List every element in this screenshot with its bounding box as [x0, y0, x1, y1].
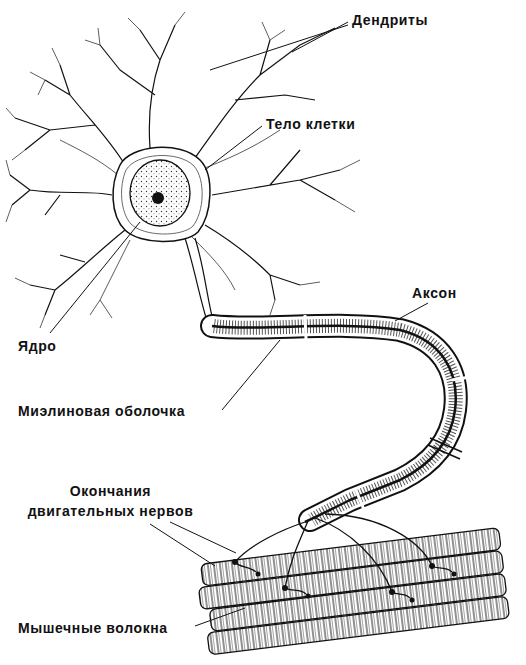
- part-label: Миэлиновая оболочка: [18, 401, 185, 421]
- cell-body-inner: [122, 155, 203, 234]
- part-label: Аксон: [412, 283, 457, 303]
- nerve-ending-dots: [232, 559, 457, 603]
- myelin-sheath: [212, 326, 456, 520]
- ending-dot: [256, 572, 261, 577]
- ending-dot: [410, 598, 415, 603]
- axon-core: [212, 326, 456, 522]
- muscle-fibers: [196, 528, 510, 655]
- axon-hillock: [185, 238, 214, 324]
- break-mark: [428, 438, 462, 459]
- part-label: Тело клетки: [266, 114, 355, 134]
- nucleolus: [152, 192, 164, 204]
- leader-line: [50, 22, 428, 626]
- ending-dot: [429, 563, 435, 569]
- part-label: Ядро: [18, 336, 56, 356]
- ending-dot: [389, 589, 395, 595]
- ending-dot: [452, 572, 457, 577]
- ending-dot: [306, 594, 311, 599]
- part-label: Дендриты: [352, 10, 428, 30]
- ending-dot: [282, 585, 288, 591]
- myelin-hatching: [214, 326, 456, 520]
- myelin-interior: [212, 326, 456, 520]
- ending-dot: [232, 559, 238, 565]
- part-label: Мышечные волокна: [18, 618, 168, 638]
- muscle-fiber: [207, 596, 509, 655]
- part-label: Окончания двигательных нервов: [18, 481, 203, 522]
- nucleus: [130, 160, 190, 226]
- dendrite-fine: [6, 12, 360, 328]
- nerve-ending: [235, 514, 452, 598]
- cell-body: [113, 147, 210, 241]
- node-of-ranvier: [305, 315, 476, 512]
- dendrite: [10, 25, 340, 315]
